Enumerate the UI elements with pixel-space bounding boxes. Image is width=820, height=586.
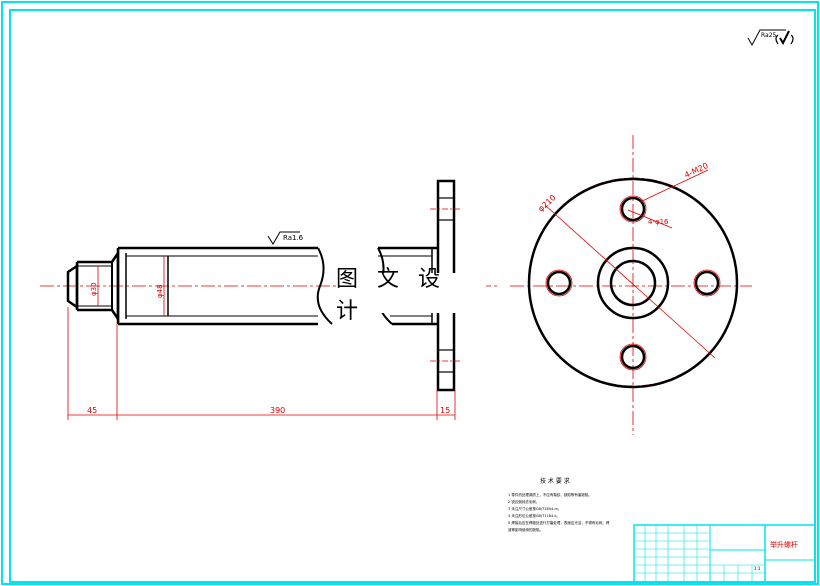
notes-line-2: 2 锐边倒钝去毛刺。	[508, 499, 539, 504]
notes-line-3: 3 未注尺寸公差按GB/T1804-m。	[508, 506, 561, 511]
end-view: φ210 4-M20 4-φ16	[510, 135, 752, 435]
bolt-holes	[545, 195, 721, 371]
notes-line-4: 4 未注形位公差按GB/T1184-k。	[508, 513, 560, 518]
shaft-roughness-value: Ra1.6	[283, 234, 304, 242]
notes-line-5: 5 焊接后应在焊缝处进行打磨处理，表面应光洁，不得有毛刺、焊	[508, 520, 610, 525]
dim-shaft-diameter: φ48	[156, 284, 164, 298]
notes-line-6: 渣等影响使用的缺陷。	[508, 527, 543, 532]
dim-left-end-diameter: φ30	[90, 282, 98, 296]
dim-length-flange: 15	[440, 406, 450, 415]
part-name: 举升螺杆	[770, 540, 798, 549]
watermark-label: 图 文 设 计	[336, 267, 486, 324]
dim-flange-diameter: φ210	[536, 193, 557, 213]
general-roughness-symbol: Ra25	[747, 29, 794, 47]
dim-bolt-thread: 4-M20	[683, 161, 710, 180]
dim-length-shaft: 390	[270, 406, 285, 415]
dim-length-left: 45	[87, 406, 97, 415]
technical-notes: 技 术 要 求 1 零件热处理调质上，不应有裂纹、缺陷等有害缺陷。 2 锐边倒钝…	[508, 477, 610, 532]
notes-line-1: 1 零件热处理调质上，不应有裂纹、缺陷等有害缺陷。	[508, 492, 592, 497]
dim-bolt-hole: 4-φ16	[648, 218, 669, 226]
general-roughness-value: Ra25	[761, 32, 777, 39]
scale-mark: 1:1	[754, 566, 761, 571]
inner-frame	[9, 9, 816, 583]
title-block	[633, 524, 816, 583]
notes-title: 技 术 要 求	[540, 477, 570, 485]
